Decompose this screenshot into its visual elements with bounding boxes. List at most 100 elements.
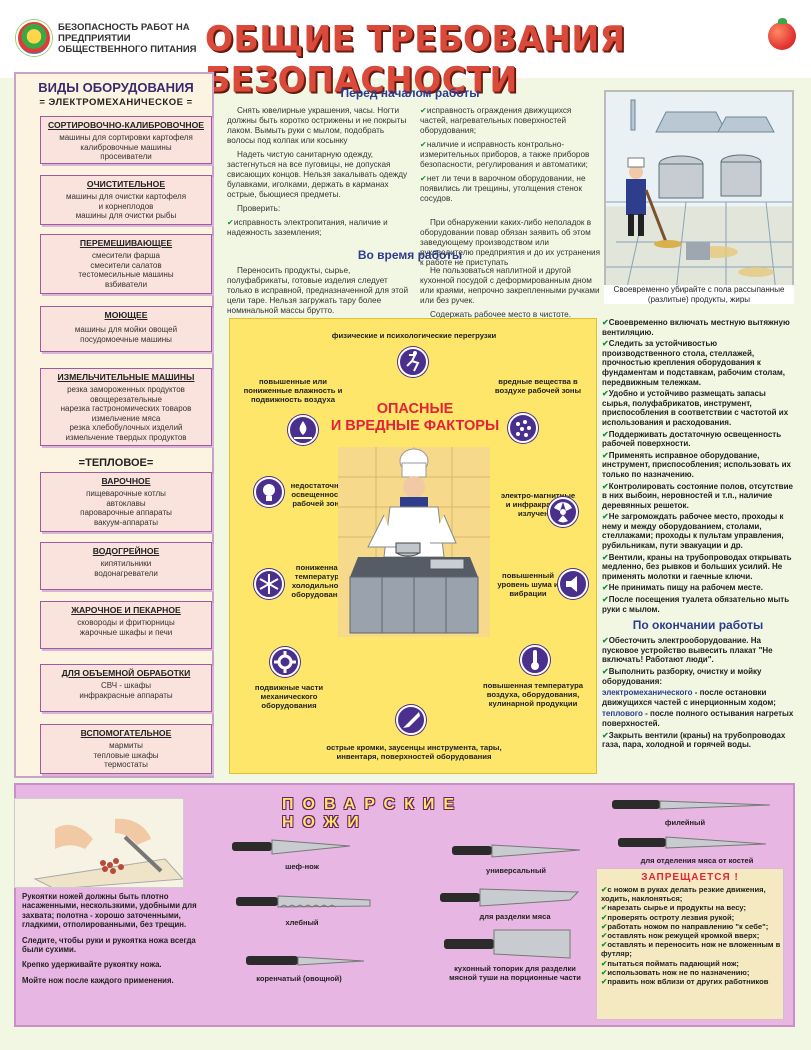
- list-item: инфракрасные аппараты: [79, 690, 173, 700]
- paragraph: наличие и исправность контрольно-измерит…: [420, 140, 590, 169]
- gear-icon: [270, 647, 300, 677]
- kitchen-caption: Своевременно убирайте с пола рассыпанные…: [604, 285, 794, 304]
- chef-knife-icon: [232, 839, 351, 855]
- list-item: машины для очистки картофеля: [65, 192, 187, 201]
- lightbulb-icon: [254, 477, 284, 507]
- knife-icon: [396, 705, 426, 735]
- hazard-factors-box: физические и психологические перегрузки …: [229, 318, 597, 774]
- list-item: измельчение твердых продуктов: [65, 432, 187, 442]
- card-title: ВАРОЧНОЕ: [101, 476, 151, 486]
- equipment-card: ЖАРОЧНОЕ И ПЕКАРНОЕ сковороды и фритюрни…: [40, 601, 212, 649]
- list-item: Применять исправное оборудование, инстру…: [602, 450, 791, 479]
- before-work-right: ✔исправность ограждения движущихся часте…: [420, 106, 601, 267]
- list-item: сковороды и фритюрницы: [77, 618, 175, 627]
- paragraph: При обнаружении каких-либо неполадок в о…: [420, 218, 601, 267]
- list-item: Поддерживать достаточную освещенность ра…: [602, 429, 782, 449]
- list-item: автоклавы: [106, 498, 146, 508]
- forbidden-box: ЗАПРЕЩАЕТСЯ ! с ножом в руках делать рез…: [596, 868, 784, 1020]
- list-item: тестомесильные машины: [78, 270, 174, 279]
- fillet-knife-label: филейный: [664, 818, 706, 827]
- paragraph: Не пользоваться наплитной и другой кухон…: [420, 266, 600, 305]
- card-title: ПЕРЕМЕШИВАЮЩЕЕ: [79, 238, 173, 248]
- equipment-card: ОЧИСТИТЕЛЬНОЕ машины для очистки картофе…: [40, 175, 212, 225]
- hazard-noise-label: повышенный уровень шума и вибрации: [497, 571, 559, 598]
- list-item: Закрыть вентили (краны) на трубопроводах…: [602, 730, 786, 750]
- boning-knife-label: для отделения мяса от костей: [640, 856, 754, 865]
- radiation-icon: [548, 497, 578, 527]
- list-item: нарезать сырье и продукты на весу;: [601, 903, 783, 912]
- paragraph: Рукоятки ножей должны быть плотно насаже…: [22, 892, 197, 930]
- meat-knife-icon: [440, 888, 580, 907]
- cutting-hands-illustration: [14, 798, 184, 888]
- paragraph: Содержать рабочее место в чистоте.: [430, 310, 571, 319]
- paragraph: Переносить продукты, сырье, полуфабрикат…: [227, 266, 409, 315]
- kitchen-illustration: [604, 90, 794, 302]
- hazard-cold-label: пониженная температура холодильного обор…: [291, 563, 347, 599]
- list-item: Контролировать состояние полов, отсутств…: [602, 481, 793, 510]
- organization-name: БЕЗОПАСНОСТЬ РАБОТ НА ПРЕДПРИЯТИИ ОБЩЕСТ…: [58, 22, 197, 55]
- list-item: После посещения туалета обязательно мыть…: [602, 595, 790, 614]
- knife-rules: Рукоятки ножей должны быть плотно насаже…: [22, 892, 202, 991]
- hazard-emf-label: электро-магнитные и инфракрасные излучен…: [500, 491, 576, 518]
- equipment-card: ИЗМЕЛЬЧИТЕЛЬНЫЕ МАШИНЫ резка замороженны…: [40, 368, 212, 446]
- list-item: овощерезательные: [90, 394, 162, 404]
- noise-icon: [558, 569, 588, 599]
- card-title: ОЧИСТИТЕЛЬНОЕ: [86, 179, 166, 189]
- bread-knife-label: хлебный: [285, 918, 319, 927]
- list-item: Не загромождать рабочее место, проходы к…: [602, 512, 784, 551]
- header: [0, 0, 811, 78]
- list-item: кипятильники: [100, 559, 152, 568]
- list-item: просеиватели: [100, 152, 152, 161]
- list-item: резка хлебобулочных изделий: [69, 423, 183, 432]
- paragraph: Следите, чтобы руки и рукоятка ножа всег…: [22, 935, 196, 955]
- equipment-title: ВИДЫ ОБОРУДОВАНИЯ: [38, 80, 194, 95]
- list-item: Своевременно включать местную вытяжную в…: [602, 318, 790, 337]
- card-title: ВОДОГРЕЙНОЕ: [92, 546, 160, 556]
- list-item: оставлять нож режущей кромкой вверх;: [601, 931, 783, 940]
- page-title: ОБЩИЕ ТРЕБОВАНИЯ БЕЗОПАСНОСТИ: [205, 18, 626, 100]
- list-item: посудомоечные машины: [80, 334, 172, 344]
- list-item: резка замороженных продуктов: [67, 385, 185, 394]
- during-work-title: Во время работы: [357, 248, 463, 262]
- list-item: Обесточить электрооборудование. На пуско…: [602, 636, 773, 665]
- chef-illustration: [338, 447, 490, 637]
- paragraph: Мойте нож после каждого применения.: [22, 975, 174, 985]
- list-item: вакуум-аппараты: [94, 517, 158, 527]
- thermal-word: теплового: [602, 709, 643, 719]
- snowflake-icon: [254, 569, 284, 599]
- hazard-humidity-label: повышенные или пониженные влажность и по…: [243, 377, 343, 404]
- list-item: пытаться поймать падающий нож;: [601, 959, 783, 968]
- knives-title: ПОВАРСКИЕ НОЖИ: [282, 796, 464, 831]
- list-item: с ножом в руках делать резкие движения, …: [601, 885, 783, 903]
- list-item: калибровочные машины: [80, 142, 172, 152]
- list-item: машины для мойки овощей: [74, 325, 178, 334]
- before-work-left: Снять ювелирные украшения, часы. Ногти д…: [227, 106, 411, 242]
- hazard-sharp-label: острые кромки, заусенцы инструмента, тар…: [326, 743, 502, 761]
- card-title: ЖАРОЧНОЕ И ПЕКАРНОЕ: [71, 605, 181, 615]
- hazard-title-line: И ВРЕДНЫЕ ФАКТОРЫ: [330, 418, 500, 434]
- paragraph: Проверить:: [237, 204, 281, 213]
- kitchen-drawing: [606, 92, 792, 293]
- hazard-title: ОПАСНЫЕ И ВРЕДНЫЕ ФАКТОРЫ: [320, 401, 510, 435]
- list-item: водонагреватели: [94, 568, 158, 578]
- during-work-left: Переносить продукты, сырье, полуфабрикат…: [227, 266, 411, 320]
- list-item: измельчение мяса: [91, 413, 161, 423]
- list-item: Вентили, краны на трубопроводах открыват…: [602, 552, 792, 581]
- hazard-heat-label: повышенная температура воздуха, оборудов…: [482, 681, 584, 708]
- card-title: ВСПОМОГАТЕЛЬНОЕ: [80, 728, 172, 738]
- list-item: Удобно и устойчиво размещать запасы сырь…: [602, 389, 789, 427]
- card-title: ИЗМЕЛЬЧИТЕЛЬНЫЕ МАШИНЫ: [57, 372, 195, 382]
- fillet-knife-icon: [612, 800, 771, 810]
- list-item: смесители фарша: [92, 251, 160, 260]
- list-item: править нож вблизи от других работников: [601, 977, 783, 986]
- thermal-subtitle: =ТЕПЛОВОЕ=: [78, 457, 154, 469]
- list-item: Не принимать пищу на рабочем месте.: [608, 583, 763, 593]
- list-item: термостаты: [104, 760, 148, 769]
- list-item: использовать нож не по назначению;: [601, 968, 783, 977]
- universal-knife-icon: [452, 844, 581, 858]
- electro-subtitle: = ЭЛЕКТРОМЕХАНИЧЕСКОЕ =: [39, 97, 193, 108]
